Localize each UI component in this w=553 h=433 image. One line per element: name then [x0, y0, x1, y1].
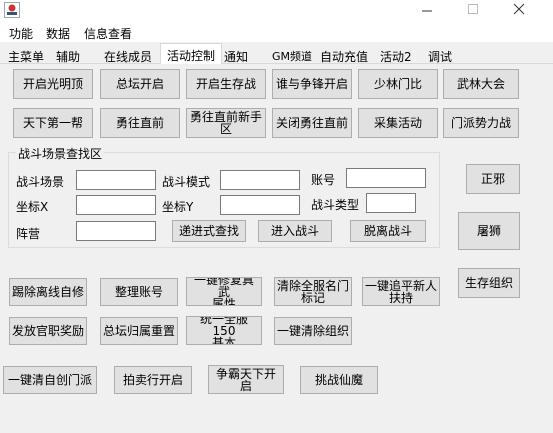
close-brave-forward-button[interactable]: 关闭勇往直前 — [272, 108, 352, 138]
app-icon — [4, 2, 20, 18]
issue-official-rewards-button[interactable]: 发放官职奖励 — [9, 317, 87, 345]
level-newbie-support-button[interactable]: 一键追平新人 扶持 — [362, 277, 440, 306]
tab-main-menu[interactable]: 主菜单 — [8, 50, 45, 64]
camp-input[interactable] — [76, 221, 156, 241]
tusha-button[interactable]: 屠狮 — [458, 212, 520, 250]
brave-forward-button[interactable]: 勇往直前 — [100, 108, 180, 138]
minimize-icon[interactable] — [404, 0, 450, 22]
progressive-search-button[interactable]: 递进式查找 — [172, 220, 246, 242]
unify-server-150-button[interactable]: 统一全服150 基本 — [186, 316, 262, 345]
battle-scene-label: 战斗场景 — [16, 175, 65, 189]
open-zongtan-button[interactable]: 总坛开启 — [100, 69, 180, 99]
tab-gm-channel[interactable]: GM频道 — [272, 50, 313, 63]
clear-sect-marks-button[interactable]: 清除全服名门 标记 — [274, 277, 352, 306]
open-contend-button[interactable]: 谁与争锋开启 — [272, 69, 352, 99]
coord-x-label: 坐标X — [16, 200, 49, 214]
battle-scene-input[interactable] — [76, 170, 156, 190]
account-input[interactable] — [346, 168, 426, 188]
zhengxie-button[interactable]: 正邪 — [466, 164, 520, 194]
reset-zongtan-ownership-button[interactable]: 总坛归属重置 — [100, 317, 178, 345]
open-guangmingding-button[interactable]: 开启光明顶 — [13, 69, 93, 99]
tab-activity2[interactable]: 活动2 — [380, 50, 412, 64]
menu-item-data[interactable]: 数据 — [46, 27, 71, 41]
enter-battle-button[interactable]: 进入战斗 — [258, 220, 332, 242]
open-survival-war-button[interactable]: 开启生存战 — [186, 69, 266, 99]
kick-offline-cultivate-button[interactable]: 踢除离线自修 — [9, 278, 87, 306]
menu-item-function[interactable]: 功能 — [9, 27, 34, 41]
brave-forward-newbie-button[interactable]: 勇往直前新手 区 — [186, 108, 266, 138]
battle-mode-input[interactable] — [220, 170, 300, 190]
challenge-xianmo-button[interactable]: 挑战仙魔 — [300, 366, 378, 394]
tab-strip — [0, 42, 553, 64]
clear-custom-sects-button[interactable]: 一键清自创门派 — [3, 366, 97, 394]
coord-y-input[interactable] — [220, 195, 300, 215]
battle-type-input[interactable] — [366, 193, 416, 213]
coord-x-input[interactable] — [76, 195, 156, 215]
tab-auto-recharge[interactable]: 自动充值 — [320, 50, 369, 64]
tab-notice[interactable]: 通知 — [224, 50, 249, 64]
tab-online-members[interactable]: 在线成员 — [104, 50, 153, 64]
martial-conference-button[interactable]: 武林大会 — [443, 69, 519, 99]
gathering-activity-button[interactable]: 采集活动 — [358, 108, 438, 138]
organize-accounts-button[interactable]: 整理账号 — [100, 278, 178, 306]
close-icon[interactable] — [496, 0, 542, 22]
coord-y-label: 坐标Y — [162, 200, 194, 214]
battle-type-label: 战斗类型 — [311, 198, 360, 212]
shaolin-contest-button[interactable]: 少林门比 — [358, 69, 438, 99]
tab-activity-control[interactable]: 活动控制 — [160, 43, 223, 65]
sect-power-war-button[interactable]: 门派势力战 — [443, 108, 519, 138]
menu-item-info[interactable]: 信息查看 — [84, 27, 133, 41]
battle-search-group-title: 战斗场景查找区 — [16, 145, 105, 162]
tab-assist[interactable]: 辅助 — [56, 50, 81, 64]
survival-organization-button[interactable]: 生存组织 — [458, 268, 520, 298]
leave-battle-button[interactable]: 脱离战斗 — [350, 220, 426, 242]
title-bar — [0, 0, 553, 22]
account-label: 账号 — [311, 173, 336, 187]
tab-debug[interactable]: 调试 — [428, 50, 453, 64]
open-auction-button[interactable]: 拍卖行开启 — [114, 366, 192, 394]
repair-zhenwu-attr-button[interactable]: 一键修复真武 属性 — [186, 277, 262, 306]
battle-mode-label: 战斗模式 — [162, 175, 211, 189]
clear-organizations-button[interactable]: 一键清除组织 — [274, 317, 352, 345]
battle-search-group — [8, 152, 440, 248]
first-guild-button[interactable]: 天下第一帮 — [13, 108, 93, 138]
open-world-hegemony-button[interactable]: 争霸天下开 启 — [208, 365, 284, 394]
camp-label: 阵营 — [16, 227, 41, 241]
maximize-icon[interactable] — [450, 0, 496, 22]
menu-bar: 功能 数据 信息查看 — [0, 22, 553, 42]
